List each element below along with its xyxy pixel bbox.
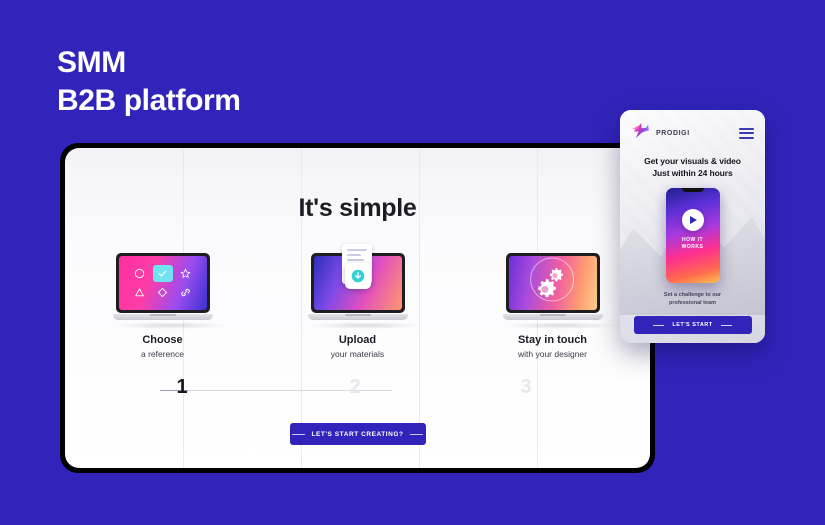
lets-start-label: LET'S START	[672, 322, 713, 328]
laptop-base-1	[112, 314, 213, 320]
phone-subtitle: Set a challenge to our professional team	[620, 291, 765, 307]
phone-cta-dash-left	[653, 324, 665, 326]
progress-track	[160, 390, 392, 391]
gear-icon	[549, 268, 563, 282]
phone-mockup: PRODIGI Get your visuals & video Just wi…	[620, 110, 765, 343]
main-card: It's simple	[65, 148, 650, 468]
progress-step-2[interactable]: 2	[349, 376, 361, 398]
laptop-screen-1	[118, 256, 207, 310]
step-subtitle-2: your materials	[330, 349, 385, 359]
start-creating-button[interactable]: LET'S START CREATING?	[289, 423, 426, 445]
hamburger-menu-icon[interactable]	[739, 127, 754, 139]
cta-dash-right	[410, 433, 424, 435]
phone-navbar: PRODIGI	[620, 110, 765, 143]
laptop-mockup-1	[112, 253, 229, 329]
step-title-3: Stay in touch	[517, 334, 588, 346]
phone-cta-dash-right	[720, 324, 732, 326]
star-icon	[176, 265, 196, 282]
phone-screen-content: PRODIGI Get your visuals & video Just wi…	[620, 110, 765, 343]
phone-subtitle-line2: professional team	[668, 300, 717, 306]
lets-start-button[interactable]: LET'S START	[633, 316, 752, 334]
laptop-shadow-1	[112, 322, 229, 329]
laptop-base-2	[307, 314, 408, 320]
gears-group	[509, 256, 597, 310]
laptop-screen-3	[508, 256, 597, 310]
upload-document-group	[341, 244, 374, 289]
progress-step-3[interactable]: 3	[520, 376, 532, 398]
start-creating-label: LET'S START CREATING?	[311, 430, 404, 438]
progress-fill	[160, 390, 188, 391]
laptop-lid-1	[115, 253, 210, 313]
progress-step-1[interactable]: 1	[176, 376, 188, 398]
step-title-2: Upload	[338, 334, 377, 346]
step-progress-indicator: 1 2 3	[65, 376, 650, 404]
page-title-line2: B2B platform	[57, 84, 241, 117]
prodigi-lightning-logo	[631, 123, 650, 143]
laptop-base-3	[502, 314, 603, 320]
diamond-icon	[153, 285, 173, 302]
step-upload[interactable]: Upload your materials	[268, 244, 448, 359]
laptop-mockup-3	[502, 253, 619, 329]
laptop-shadow-3	[502, 322, 619, 329]
brand-group[interactable]: PRODIGI	[631, 123, 690, 143]
page-title-line1: SMM	[57, 46, 126, 79]
step-stay-in-touch[interactable]: Stay in touch with your designer	[463, 253, 643, 359]
triangle-icon	[130, 285, 150, 302]
step-choose[interactable]: Choose a reference	[73, 253, 253, 359]
inner-phone-preview: HOW IT WORKS	[665, 188, 720, 283]
brand-name: PRODIGI	[656, 129, 690, 137]
page-title: SMM B2B platform	[57, 44, 241, 120]
phone-notch	[681, 188, 704, 192]
steps-row: Choose a reference	[65, 244, 650, 359]
phone-headline-line2: Just within 24 hours	[652, 168, 733, 178]
laptop-lid-3	[505, 253, 600, 313]
link-icon	[176, 285, 196, 302]
phone-headline-line1: Get your visuals & video	[644, 156, 741, 166]
play-button-icon[interactable]	[681, 209, 704, 232]
laptop-mockup-2	[307, 244, 424, 329]
laptop-shadow-2	[307, 322, 424, 329]
how-it-works-line1: HOW IT	[681, 237, 704, 244]
gear-small-icon	[537, 279, 556, 298]
step-title-1: Choose	[142, 334, 183, 346]
how-it-works-label: HOW IT WORKS	[666, 237, 720, 251]
decorative-ring	[529, 257, 574, 302]
phone-headline: Get your visuals & video Just within 24 …	[620, 155, 765, 179]
card-title: It's simple	[298, 194, 417, 222]
step-subtitle-1: a reference	[141, 349, 184, 359]
step-subtitle-3: with your designer	[518, 349, 587, 359]
phone-subtitle-line1: Set a challenge to our	[663, 292, 722, 298]
main-card-frame: It's simple	[60, 143, 655, 473]
circle-icon	[130, 265, 150, 282]
reference-icon-grid	[119, 256, 207, 310]
check-icon	[152, 265, 173, 282]
cta-dash-left	[291, 433, 305, 435]
how-it-works-line2: WORKS	[681, 244, 704, 251]
download-arrow-icon	[344, 263, 371, 289]
